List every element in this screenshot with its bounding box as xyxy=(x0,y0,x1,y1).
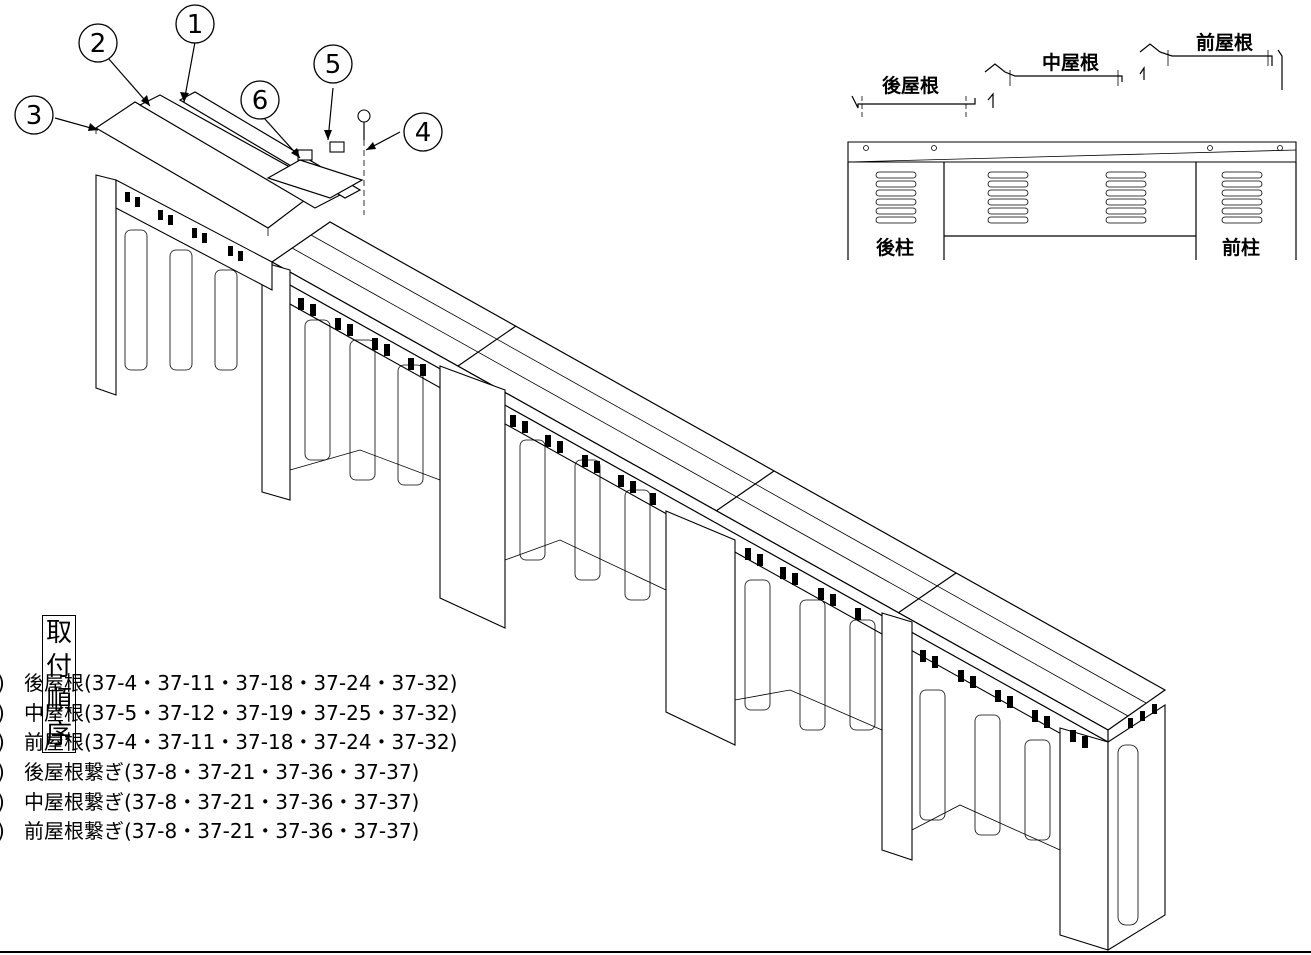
order-item: )中屋根(37-5・37-12・37-19・37-25・37-32) xyxy=(0,699,520,729)
callout-4-label: 4 xyxy=(415,118,432,148)
detail-front-roof-label: 前屋根 xyxy=(1196,31,1253,54)
order-item-text: 後屋根(37-4・37-11・37-18・37-24・37-32) xyxy=(24,671,458,695)
order-item: )前屋根繋ぎ(37-8・37-21・37-36・37-37) xyxy=(0,817,520,847)
order-item-text: 後屋根繋ぎ(37-8・37-21・37-36・37-37) xyxy=(24,760,420,785)
shelter-structure xyxy=(261,221,1167,951)
order-item: )後屋根(37-4・37-11・37-18・37-24・37-32) xyxy=(0,669,520,699)
callout-leaders xyxy=(54,41,401,159)
callout-1: 1 xyxy=(175,4,215,44)
bottom-border-line xyxy=(0,951,1311,953)
detail-louvers xyxy=(875,171,1263,224)
callout-3: 3 xyxy=(14,95,54,135)
order-item: )後屋根繋ぎ(37-8・37-21・37-36・37-37) xyxy=(0,758,520,788)
callout-6-label: 6 xyxy=(252,86,269,116)
callout-2-label: 2 xyxy=(90,29,107,59)
detail-middle-roof-label: 中屋根 xyxy=(1042,51,1099,74)
order-item-text: 前屋根繋ぎ(37-8・37-21・37-36・37-37) xyxy=(24,819,420,844)
callout-6: 6 xyxy=(240,80,280,120)
callout-3-label: 3 xyxy=(26,101,43,131)
order-item-text: 前屋根(37-4・37-11・37-18・37-24・37-32) xyxy=(24,730,458,755)
order-item: )中屋根繋ぎ(37-8・37-21・37-36・37-37) xyxy=(0,788,520,818)
callout-2: 2 xyxy=(78,23,118,63)
order-item: )前屋根(37-4・37-11・37-18・37-24・37-32) xyxy=(0,728,520,758)
callout-5-label: 5 xyxy=(325,50,342,80)
order-list: )後屋根(37-4・37-11・37-18・37-24・37-32) )中屋根(… xyxy=(0,669,520,847)
callout-1-label: 1 xyxy=(187,10,204,40)
detail-rear-post-label: 後柱 xyxy=(876,236,914,259)
detail-rear-roof-label: 後屋根 xyxy=(882,74,939,97)
order-title: 取付順序 xyxy=(42,615,77,753)
roof-detail-view: 後屋根 中屋根 前屋根 後柱 前柱 xyxy=(847,31,1297,260)
callout-5: 5 xyxy=(313,44,353,84)
order-item-text: 中屋根繋ぎ(37-8・37-21・37-36・37-37) xyxy=(24,789,420,814)
exploded-roof-unit xyxy=(94,91,371,396)
callout-4: 4 xyxy=(403,112,443,152)
order-item-text: 中屋根(37-5・37-12・37-19・37-25・37-32) xyxy=(24,700,458,725)
detail-front-post-label: 前柱 xyxy=(1222,236,1260,259)
